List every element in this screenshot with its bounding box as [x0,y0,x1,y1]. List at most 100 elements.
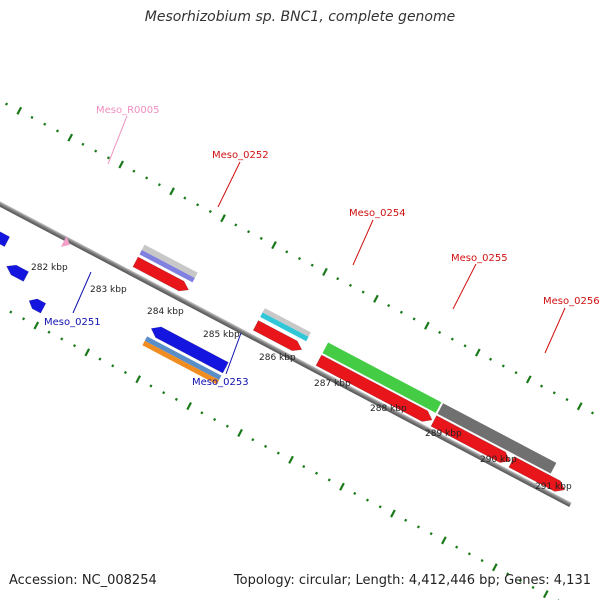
lower-rail-tick [123,370,127,375]
upper-rail-tick [348,283,352,287]
lower-rail-tick [98,357,102,361]
cds-plus-block [132,256,190,292]
lower-rail-tick [186,402,192,411]
lower-rail-tick [237,428,243,437]
scale-label: 285 kbp [203,330,240,340]
upper-rail-tick [247,230,251,234]
gene-label-meso-0255[interactable]: Meso_0255 [451,253,508,264]
lower-rail-tick [506,572,510,576]
upper-rail-tick [285,250,289,254]
upper-rail-tick [373,294,379,303]
gene-label-meso-0253[interactable]: Meso_0253 [192,377,249,388]
scale-label: 282 kbp [31,263,68,273]
leader-line [544,307,566,354]
lower-rail-tick [174,397,178,401]
upper-rail-tick [590,411,595,415]
lower-rail-tick [47,330,51,334]
lower-rail-tick [327,478,331,482]
upper-rail-tick [271,241,277,250]
upper-rail-tick [196,203,200,207]
upper-rail-tick [387,303,391,308]
upper-rail-tick [118,160,125,169]
upper-rail-tick [399,310,403,314]
gene-label-meso-0252[interactable]: Meso_0252 [212,150,269,161]
upper-rail-tick [576,402,583,411]
upper-rail-tick [234,223,238,227]
lower-rail-tick [531,585,535,589]
lower-rail-tick [467,552,471,556]
gene-label-meso-0251[interactable]: Meso_0251 [44,317,101,328]
lower-rail-tick [251,438,255,442]
feature-band-green [322,342,442,413]
lower-rail-tick [492,563,498,572]
upper-rail-tick [474,348,481,357]
upper-rail-tick [220,214,226,223]
upper-rail-tick [501,364,505,368]
gene-label-meso-r0005[interactable]: Meso_R0005 [96,105,160,116]
cds-plus-block [315,354,433,422]
lower-rail-tick [314,471,319,475]
lower-rail-tick [429,532,433,536]
cds-plus-block [508,456,566,492]
lower-rail-tick [33,321,40,330]
lower-rail-tick [378,505,382,509]
upper-rail-tick [106,156,110,160]
scale-labels: 282 kbp 283 kbp 284 kbp 285 kbp 286 kbp … [31,263,572,492]
upper-rail-tick [30,115,34,120]
feature-tracks [0,231,566,492]
upper-rail-tick [310,263,314,267]
lower-rail-tick [339,482,345,491]
scale-label: 286 kbp [259,353,296,363]
genome-backbone [0,148,572,508]
gene-label-meso-0256[interactable]: Meso_0256 [543,296,600,307]
cds-minus-block [150,326,229,374]
lower-rail-tick [416,525,420,529]
upper-rail-tick [361,290,365,294]
genome-summary-text: Topology: circular; Length: 4,412,446 bp… [233,573,591,588]
upper-rail-tick [565,397,569,402]
lower-rail-tick [264,444,268,448]
lower-rail-tick [441,536,447,545]
lower-rail-tick [455,545,459,549]
cds-plus-block [430,415,511,463]
lower-rail-tick [149,384,153,388]
trna-marker [60,236,70,247]
lower-rail-tick [162,391,166,395]
upper-rail-tick [259,236,263,240]
leader-line [107,115,128,165]
upper-rail-tick [424,321,430,330]
upper-rail-tick [552,391,556,395]
upper-rail-tick [208,209,212,214]
feature-band-steel [144,336,222,381]
lower-rail-tick [135,375,142,384]
upper-rail-tick [450,337,454,341]
lower-rail-tick [302,464,306,469]
scale-label: 291 kbp [535,482,572,492]
scale-label: 288 kbp [370,404,407,414]
cds-plus-block [252,320,303,352]
accession-text: Accession: NC_008254 [9,573,157,588]
upper-rail-tick [55,129,60,133]
upper-rail-tick [4,102,9,106]
leader-line [352,219,374,266]
upper-rail-tick [539,384,544,388]
upper-rail-tick [43,122,47,126]
leader-line [72,271,92,314]
upper-rail-tick [412,317,416,321]
lower-rail-tick [22,317,26,321]
upper-rail-tick [514,371,518,375]
lower-rail-tick [72,344,77,348]
upper-rail-tick [132,169,136,173]
gene-label-meso-0254[interactable]: Meso_0254 [349,208,406,219]
scale-label: 287 kbp [314,379,351,389]
feature-band-orange [142,340,220,385]
leader-line [225,332,242,375]
upper-rail-tick [336,277,340,281]
cds-minus-block [0,231,11,247]
upper-rail-tick [322,267,328,277]
upper-rail-tick [81,142,85,146]
lower-rail-tick [225,424,229,428]
map-title: Mesorhizobium sp. BNC1, complete genome [144,9,456,25]
